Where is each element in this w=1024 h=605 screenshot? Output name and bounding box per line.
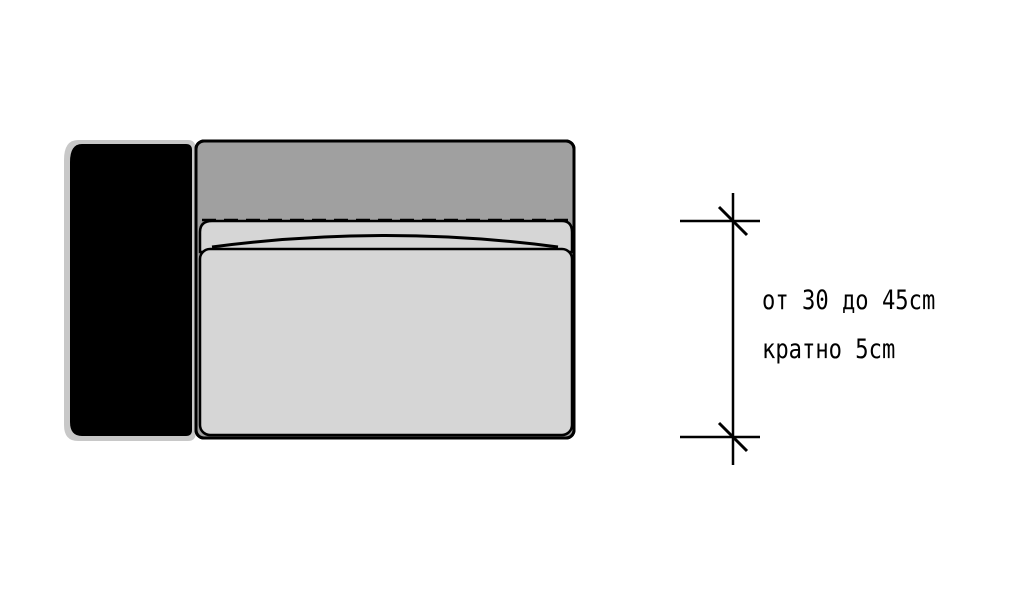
module-border — [194, 139, 576, 440]
seat-cushion-curve — [211, 234, 559, 249]
dimension-label-range: от 30 до 45cm — [762, 285, 936, 316]
seat-cushion — [198, 247, 574, 437]
armrest-body — [70, 144, 192, 436]
dimension-top-tick — [717, 205, 749, 237]
dimension-bottom-tick — [717, 421, 749, 453]
armrest — [64, 140, 196, 441]
dimension-marker — [680, 193, 760, 465]
seat-module — [194, 139, 576, 440]
dimension-label-step: кратно 5cm — [762, 334, 896, 365]
